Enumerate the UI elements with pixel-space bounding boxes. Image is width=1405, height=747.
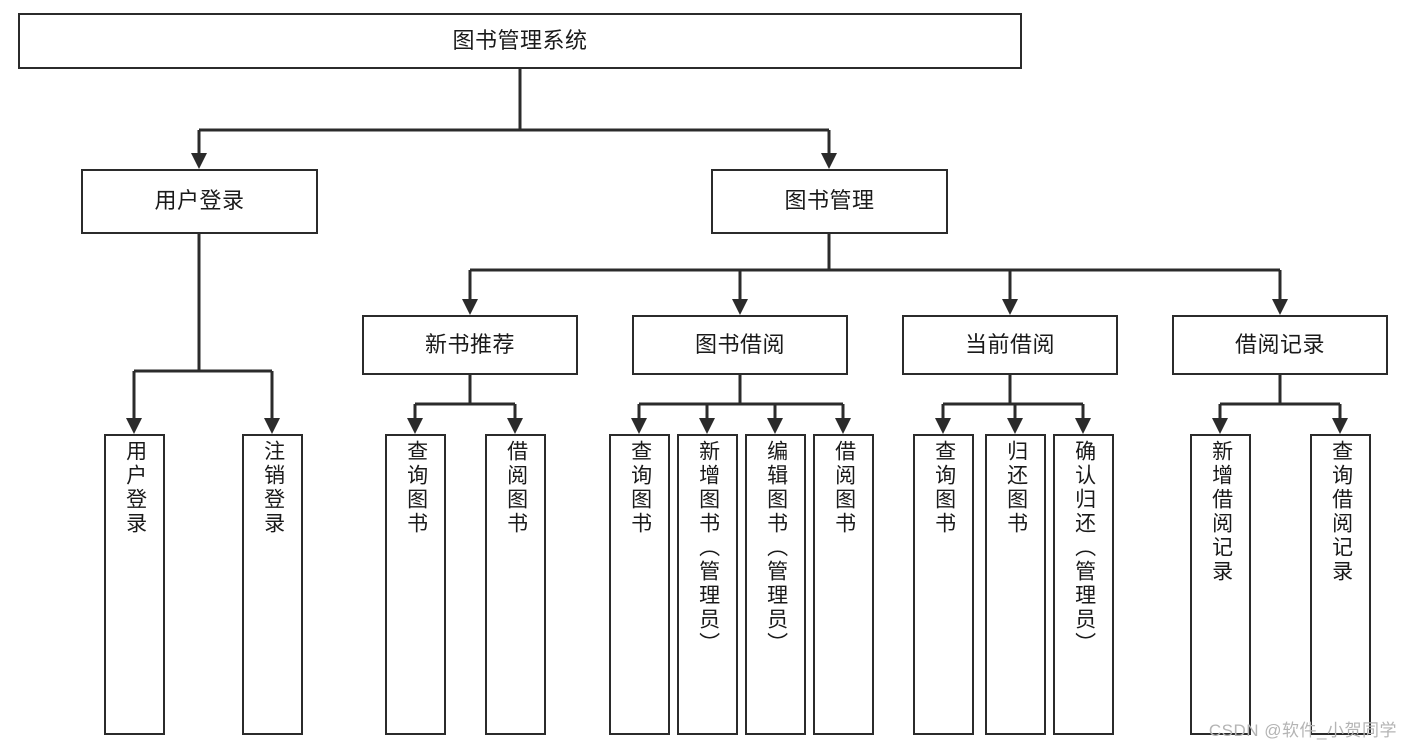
- node-book-borrow-label: 图书借阅: [694, 331, 785, 357]
- node-current-borrow[interactable]: 当前借阅: [902, 315, 1118, 375]
- connector-book-arrow-1-head: [732, 299, 748, 315]
- node-edit-book-admin-label: 编辑图书（管理员）: [764, 440, 788, 656]
- watermark-text: CSDN @软件_小贺同学: [1208, 721, 1397, 740]
- node-book-manage-label: 图书管理: [784, 188, 875, 214]
- connector-leafgroup-2-arrow-1-head: [1007, 418, 1023, 434]
- connector-leafgroup-0-arrow-0-head: [407, 418, 423, 434]
- node-current-borrow-label: 当前借阅: [964, 331, 1055, 357]
- node-query-book-borrow[interactable]: 查询图书: [609, 434, 670, 735]
- connector-book-arrow-0-head: [462, 299, 478, 315]
- node-user-login-leaf[interactable]: 用户登录: [104, 434, 165, 735]
- connector-leafgroup-1-arrow-1-head: [699, 418, 715, 434]
- connector-leafgroup-1-arrow-3-head: [835, 418, 851, 434]
- node-new-book-recommend[interactable]: 新书推荐: [362, 315, 578, 375]
- node-return-book[interactable]: 归还图书: [985, 434, 1046, 735]
- node-confirm-return-admin-label: 确认归还（管理员）: [1072, 440, 1096, 656]
- node-borrow-record-label: 借阅记录: [1234, 331, 1325, 357]
- node-borrow-book-recommend-label: 借阅图书: [504, 440, 528, 536]
- connector-login-arrow-1-head: [264, 418, 280, 434]
- node-new-book-recommend-label: 新书推荐: [424, 331, 515, 357]
- connector-leafgroup-1-arrow-0-head: [631, 418, 647, 434]
- node-query-borrow-record-label: 查询借阅记录: [1329, 440, 1353, 584]
- node-logout-leaf[interactable]: 注销登录: [242, 434, 303, 735]
- node-add-borrow-record[interactable]: 新增借阅记录: [1190, 434, 1251, 735]
- node-book-borrow[interactable]: 图书借阅: [632, 315, 848, 375]
- node-system-title-label: 图书管理系统: [452, 27, 588, 53]
- node-query-book-recommend[interactable]: 查询图书: [385, 434, 446, 735]
- connector-root-arrow-1-head: [821, 153, 837, 169]
- node-edit-book-admin[interactable]: 编辑图书（管理员）: [745, 434, 806, 735]
- connector-leafgroup-1-arrow-2-head: [767, 418, 783, 434]
- node-query-book-current[interactable]: 查询图书: [913, 434, 974, 735]
- node-system-title[interactable]: 图书管理系统: [18, 13, 1022, 69]
- node-book-manage[interactable]: 图书管理: [711, 169, 948, 234]
- node-confirm-return-admin[interactable]: 确认归还（管理员）: [1053, 434, 1114, 735]
- node-query-book-current-label: 查询图书: [932, 440, 956, 536]
- connector-leafgroup-3-arrow-0-head: [1212, 418, 1228, 434]
- connector-book-arrow-3-head: [1272, 299, 1288, 315]
- node-return-book-label: 归还图书: [1004, 440, 1028, 536]
- connector-book-arrow-2-head: [1002, 299, 1018, 315]
- node-user-login[interactable]: 用户登录: [81, 169, 318, 234]
- node-user-login-label: 用户登录: [154, 188, 245, 214]
- node-logout-leaf-label: 注销登录: [261, 440, 285, 536]
- node-user-login-leaf-label: 用户登录: [123, 440, 147, 536]
- connector-login-arrow-0-head: [126, 418, 142, 434]
- node-borrow-book-label: 借阅图书: [832, 440, 856, 536]
- node-add-book-admin-label: 新增图书（管理员）: [696, 440, 720, 656]
- node-add-book-admin[interactable]: 新增图书（管理员）: [677, 434, 738, 735]
- node-add-borrow-record-label: 新增借阅记录: [1209, 440, 1233, 584]
- connector-leafgroup-0-arrow-1-head: [507, 418, 523, 434]
- node-query-book-recommend-label: 查询图书: [404, 440, 428, 536]
- connector-leafgroup-2-arrow-0-head: [935, 418, 951, 434]
- connector-root-arrow-0-head: [191, 153, 207, 169]
- node-borrow-book-recommend[interactable]: 借阅图书: [485, 434, 546, 735]
- node-borrow-record[interactable]: 借阅记录: [1172, 315, 1388, 375]
- node-query-borrow-record[interactable]: 查询借阅记录: [1310, 434, 1371, 735]
- connector-leafgroup-2-arrow-2-head: [1075, 418, 1091, 434]
- connector-leafgroup-3-arrow-1-head: [1332, 418, 1348, 434]
- node-borrow-book[interactable]: 借阅图书: [813, 434, 874, 735]
- node-query-book-borrow-label: 查询图书: [628, 440, 652, 536]
